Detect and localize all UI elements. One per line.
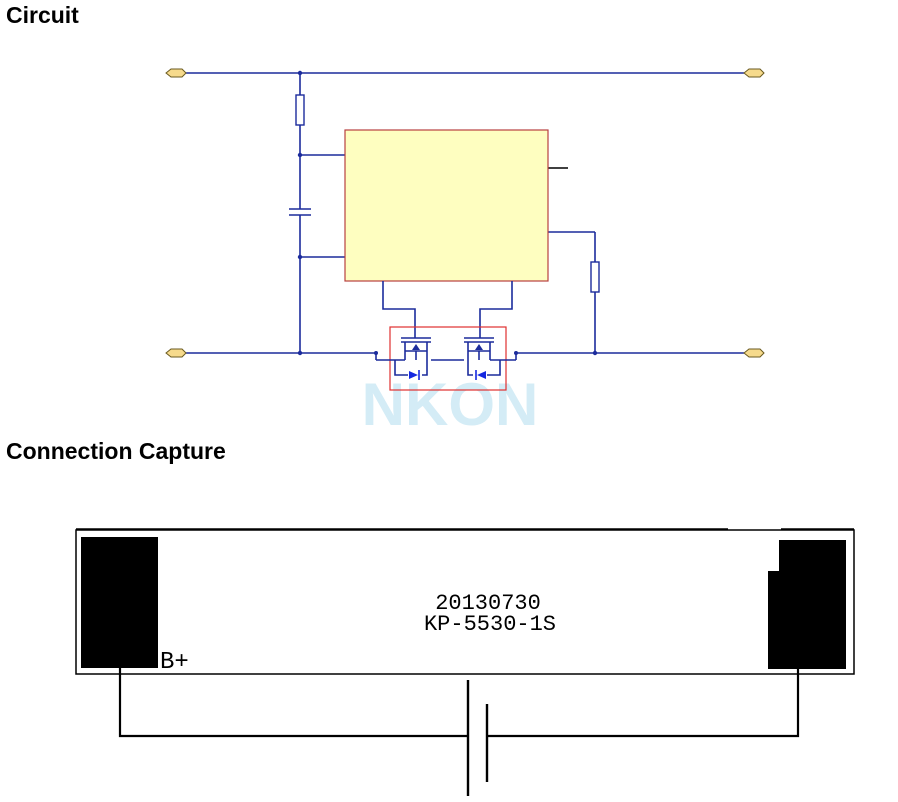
connection-capture-heading: Connection Capture xyxy=(6,438,226,464)
junction-mosfet-left xyxy=(374,351,378,355)
resistor-right xyxy=(590,261,600,293)
mosfet-package xyxy=(389,326,507,391)
pcb-board xyxy=(75,528,855,675)
protection-ic xyxy=(344,129,549,282)
diode-left xyxy=(409,370,420,380)
circuit-heading: Circuit xyxy=(6,2,79,28)
mosfet-right xyxy=(464,337,517,376)
board-model: KP-5530-1S xyxy=(424,612,556,637)
pad-label-b-plus: B+ xyxy=(160,649,189,676)
terminal-bottom-left xyxy=(165,348,187,358)
resistor-top xyxy=(295,94,305,126)
pad-b-minus xyxy=(768,540,846,669)
diode-right xyxy=(475,370,486,380)
mosfet-left xyxy=(375,337,431,376)
gate-wire-right xyxy=(479,281,513,338)
pad-b-plus xyxy=(81,537,158,668)
terminal-top-right xyxy=(743,68,765,78)
watermark-logo: NKON xyxy=(362,371,539,438)
board-date-code: 20130730 xyxy=(435,591,541,616)
junction-top xyxy=(297,70,303,76)
wire-b-plus xyxy=(118,668,468,738)
junction-bottom-right xyxy=(592,350,598,356)
terminal-top-left xyxy=(165,68,187,78)
wire-b-minus xyxy=(487,669,800,738)
terminal-bottom-right xyxy=(743,348,765,358)
junction-mosfet-right xyxy=(514,351,518,355)
junction-bottom-left xyxy=(297,350,303,356)
gate-wire-left xyxy=(382,281,416,338)
